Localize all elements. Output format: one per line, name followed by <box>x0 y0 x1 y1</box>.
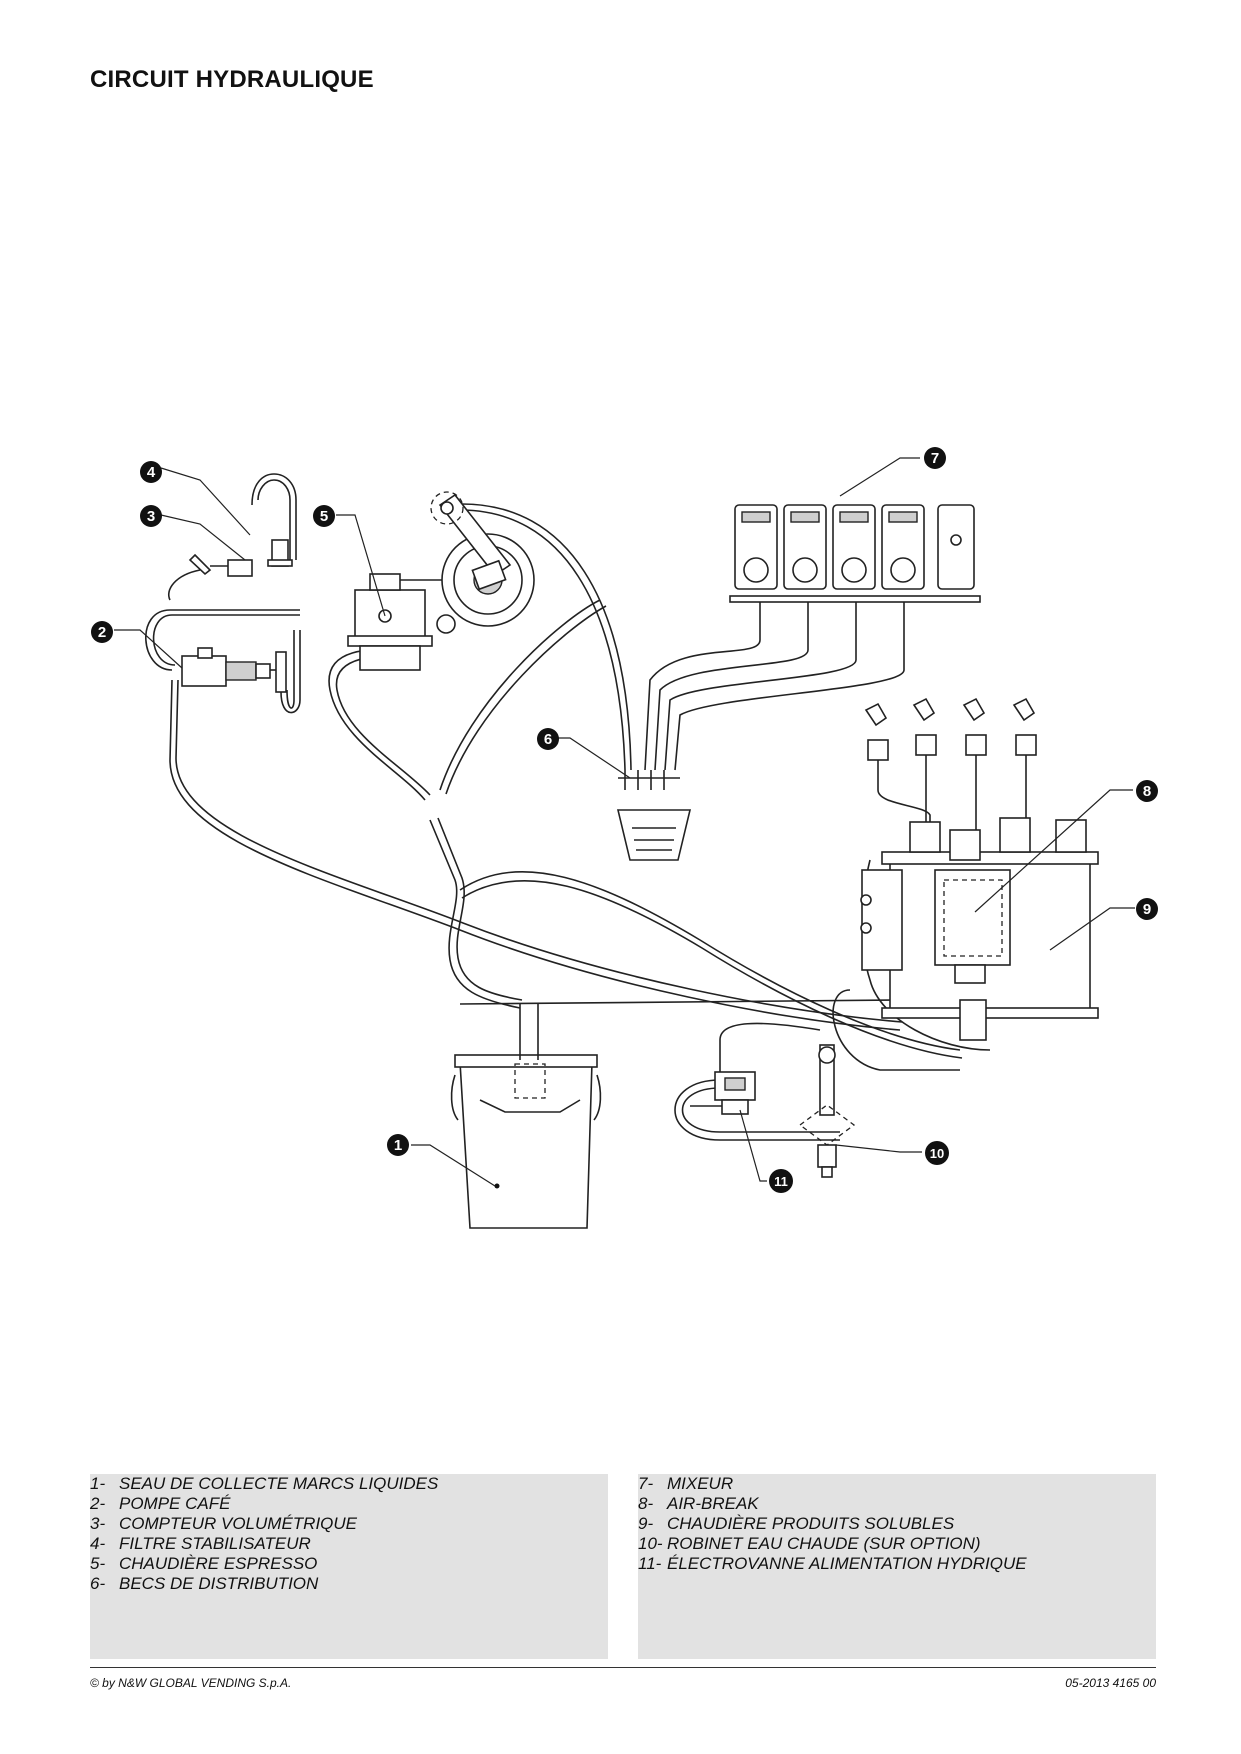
legend-item: 4- FILTRE STABILISATEUR <box>90 1534 438 1554</box>
legend-item: 3- COMPTEUR VOLUMÉTRIQUE <box>90 1514 438 1534</box>
svg-text:3: 3 <box>147 508 155 525</box>
legend-item: 10- ROBINET EAU CHAUDE (SUR OPTION) <box>638 1534 1027 1554</box>
callout-10: 10 <box>925 1141 949 1165</box>
callout-9: 9 <box>1136 898 1158 920</box>
svg-text:7: 7 <box>931 450 939 467</box>
svg-text:4: 4 <box>147 464 156 481</box>
legend-text: MIXEUR <box>667 1474 734 1493</box>
legend-number: 7- <box>638 1474 654 1493</box>
svg-text:5: 5 <box>320 508 328 525</box>
legend-item: 5- CHAUDIÈRE ESPRESSO <box>90 1554 438 1574</box>
hot-water-tap-illustration <box>798 1044 856 1178</box>
volumetric-counter-illustration <box>188 553 253 577</box>
legend-text: BECS DE DISTRIBUTION <box>119 1574 319 1593</box>
legend-item: 7- MIXEUR <box>638 1474 1027 1494</box>
hot-water-nozzles-illustration <box>864 697 1037 761</box>
legend-number: 4- <box>90 1534 106 1553</box>
legend-item: 9- CHAUDIÈRE PRODUITS SOLUBLES <box>638 1514 1027 1534</box>
legend-list-left: 1- SEAU DE COLLECTE MARCS LIQUIDES 2- PO… <box>90 1474 438 1594</box>
air-break-illustration <box>934 829 1011 1041</box>
svg-text:2: 2 <box>98 624 106 641</box>
legend-number: 10- <box>638 1534 663 1553</box>
callout-3: 3 <box>140 505 162 527</box>
legend-text: CHAUDIÈRE ESPRESSO <box>119 1554 318 1573</box>
callout-6: 6 <box>537 728 559 750</box>
svg-text:1: 1 <box>394 1137 402 1154</box>
mixers-illustration <box>729 504 981 603</box>
water-inlet-valve-illustration <box>690 1071 756 1115</box>
footer-doc-ref: 05-2013 4165 00 <box>1065 1676 1156 1690</box>
svg-text:8: 8 <box>1143 783 1151 800</box>
legend-number: 6- <box>90 1574 106 1593</box>
callout-leaders <box>114 457 1135 1187</box>
legend-number: 5- <box>90 1554 106 1573</box>
legend-text: CHAUDIÈRE PRODUITS SOLUBLES <box>667 1514 955 1533</box>
callout-2: 2 <box>91 621 113 643</box>
coffee-brewer-illustration <box>430 491 535 634</box>
legend-number: 9- <box>638 1514 654 1533</box>
callout-11: 11 <box>769 1169 793 1193</box>
callout-1: 1 <box>387 1134 409 1156</box>
waste-bucket-illustration <box>450 1004 602 1229</box>
legend-text: AIR-BREAK <box>667 1494 759 1513</box>
legend-item: 11- ÉLECTROVANNE ALIMENTATION HYDRIQUE <box>638 1554 1027 1574</box>
legend-text: ÉLECTROVANNE ALIMENTATION HYDRIQUE <box>667 1554 1027 1573</box>
legend-number: 2- <box>90 1494 106 1513</box>
footer-divider <box>90 1667 1156 1668</box>
svg-text:10: 10 <box>930 1146 944 1161</box>
svg-text:6: 6 <box>544 731 552 748</box>
legend-text: FILTRE STABILISATEUR <box>119 1534 311 1553</box>
legend-text: ROBINET EAU CHAUDE (SUR OPTION) <box>667 1534 981 1553</box>
svg-text:9: 9 <box>1143 901 1151 918</box>
legend-text: SEAU DE COLLECTE MARCS LIQUIDES <box>119 1474 439 1493</box>
callout-8: 8 <box>1136 780 1158 802</box>
footer-copyright: © by N&W GLOBAL VENDING S.p.A. <box>90 1676 292 1690</box>
legend-number: 11- <box>638 1554 662 1573</box>
legend-item: 6- BECS DE DISTRIBUTION <box>90 1574 438 1594</box>
legend-item: 8- AIR-BREAK <box>638 1494 1027 1514</box>
legend-text: POMPE CAFÉ <box>119 1494 231 1513</box>
stabilizer-filter-illustration <box>267 539 293 567</box>
dispensing-spouts-illustration <box>616 770 692 861</box>
callout-5: 5 <box>313 505 335 527</box>
callout-7: 7 <box>924 447 946 469</box>
coffee-pump-illustration <box>181 630 301 714</box>
legend-panel-left: 1- SEAU DE COLLECTE MARCS LIQUIDES 2- PO… <box>90 1474 608 1659</box>
legend-panel-right: 7- MIXEUR 8- AIR-BREAK 9- CHAUDIÈRE PROD… <box>638 1474 1156 1659</box>
legend-list-right: 7- MIXEUR 8- AIR-BREAK 9- CHAUDIÈRE PROD… <box>638 1474 1027 1574</box>
legend-number: 1- <box>90 1474 106 1493</box>
legend-number: 8- <box>638 1494 654 1513</box>
svg-text:11: 11 <box>774 1174 788 1189</box>
callout-markers: 4 3 2 5 6 7 8 9 <box>91 447 1158 1193</box>
legend-number: 3- <box>90 1514 106 1533</box>
legend-text: COMPTEUR VOLUMÉTRIQUE <box>119 1514 358 1533</box>
legend-item: 1- SEAU DE COLLECTE MARCS LIQUIDES <box>90 1474 438 1494</box>
hydraulic-circuit-diagram: 4 3 2 5 6 7 8 9 <box>91 447 1158 1229</box>
legend-item: 2- POMPE CAFÉ <box>90 1494 438 1514</box>
callout-4: 4 <box>140 461 162 483</box>
page-title: CIRCUIT HYDRAULIQUE <box>90 66 374 93</box>
